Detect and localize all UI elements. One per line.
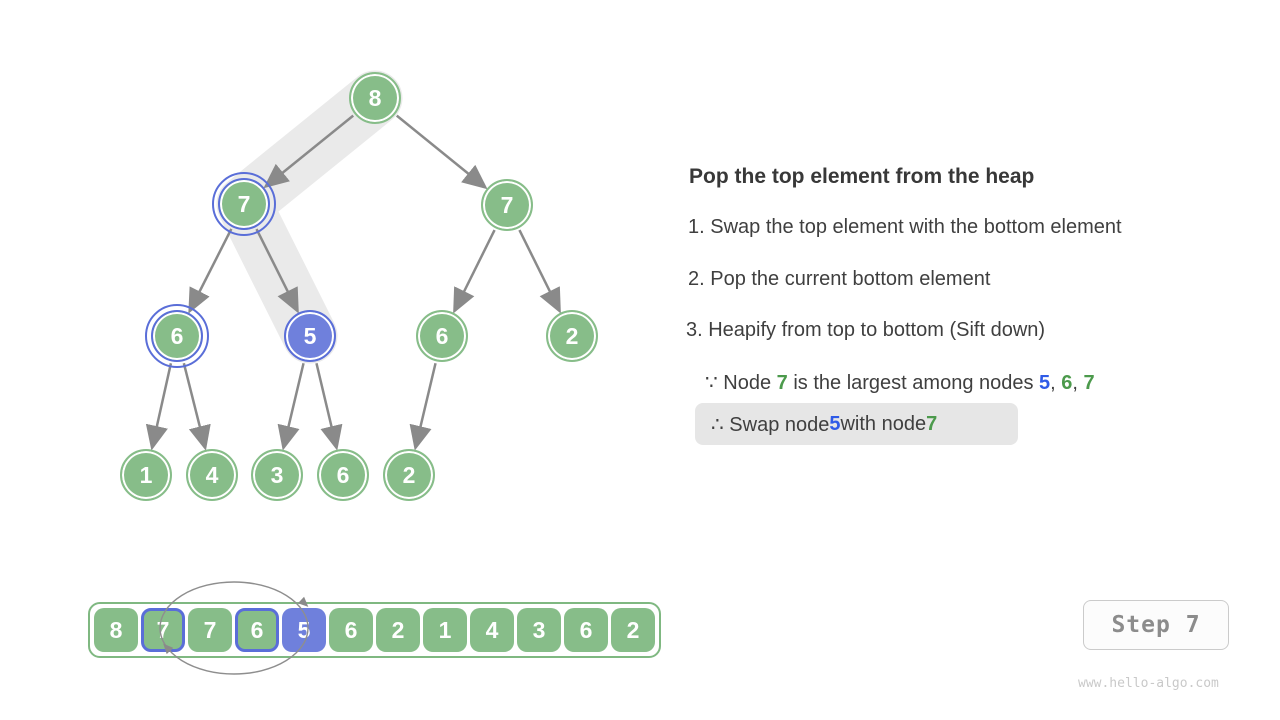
array-cell-3: 3 [517, 608, 561, 652]
text-segment-plain: ∴ Swap node [711, 413, 830, 436]
array-cell-7: 7 [188, 608, 232, 652]
tree-node-7: 7 [481, 179, 533, 231]
text-segment-green: 7 [1083, 372, 1095, 394]
tree-node-4: 4 [186, 449, 238, 501]
array-cell-2: 2 [376, 608, 420, 652]
array-cell-7: 7 [141, 608, 185, 652]
array-cell-4: 4 [470, 608, 514, 652]
text-segment-green: 7 [776, 372, 788, 394]
tree-edge [145, 363, 173, 451]
text-segment-plain: , [1050, 372, 1062, 394]
because-line: ∵ Node 7 is the largest among nodes 5, 6… [705, 370, 1095, 395]
array-cell-6: 6 [564, 608, 608, 652]
text-segment-blue: 5 [1039, 372, 1051, 394]
tree-edge [409, 362, 437, 451]
tree-edge [277, 362, 305, 451]
tree-node-7: 7 [212, 172, 276, 236]
array-cell-8: 8 [94, 608, 138, 652]
tree-node-8: 8 [349, 72, 401, 124]
text-segment-plain: ∵ Node [705, 372, 777, 394]
tree-node-6: 6 [317, 449, 369, 501]
array-cell-6: 6 [235, 608, 279, 652]
watermark: www.hello-algo.com [1078, 676, 1219, 691]
tree-node-1: 1 [120, 449, 172, 501]
tree-node-6: 6 [145, 304, 209, 368]
tree-edge [255, 228, 299, 314]
panel-step-3: 3. Heapify from top to bottom (Sift down… [686, 319, 1046, 341]
tree-edge [518, 229, 561, 314]
array-cell-2: 2 [611, 608, 655, 652]
panel-step-2: 2. Pop the current bottom element [688, 268, 991, 290]
text-segment-plain: , [1072, 372, 1084, 394]
text-segment-green: 7 [926, 412, 938, 435]
tree-node-3: 3 [251, 449, 303, 501]
step-button[interactable]: Step 7 [1083, 600, 1229, 650]
tree-node-2: 2 [546, 310, 598, 362]
text-segment-blue: 5 [829, 412, 841, 435]
text-segment-plain: is the largest among nodes [787, 372, 1040, 394]
panel-step-1: 1. Swap the top element with the bottom … [688, 216, 1122, 238]
array-cell-5: 5 [282, 608, 326, 652]
tree-node-5: 5 [284, 310, 336, 362]
tree-node-2: 2 [383, 449, 435, 501]
tree-edge [315, 362, 343, 451]
step-button-label: Step 7 [1111, 612, 1201, 638]
array-cell-6: 6 [329, 608, 373, 652]
tree-edge [453, 229, 496, 314]
tree-edge [182, 362, 211, 451]
panel-title: Pop the top element from the heap [689, 165, 1035, 188]
tree-node-6: 6 [416, 310, 468, 362]
tree-edge [263, 114, 355, 189]
therefore-box: ∴ Swap node 5 with node 7 [695, 403, 1018, 445]
text-segment-green: 6 [1061, 372, 1073, 394]
tree-edge [188, 228, 233, 314]
tree-edge [395, 114, 488, 190]
array-cell-1: 1 [423, 608, 467, 652]
text-segment-plain: with node [840, 412, 927, 435]
